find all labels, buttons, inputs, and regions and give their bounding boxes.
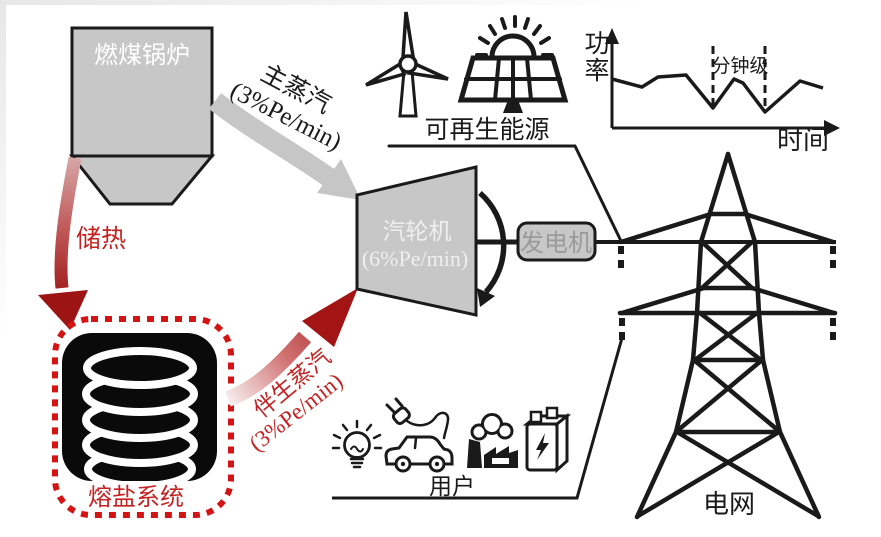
coil-rings bbox=[82, 347, 198, 481]
rotation-arrowhead bbox=[477, 288, 495, 307]
users: 用户 bbox=[331, 337, 624, 500]
chart-xlabel: 时间 bbox=[777, 126, 829, 155]
solar-panel-icon bbox=[457, 15, 569, 113]
chart-ylabel-top: 功 bbox=[584, 30, 609, 58]
power-chart: 功 率 分钟级 时间 bbox=[584, 28, 840, 155]
edge-shade-left bbox=[0, 0, 6, 340]
chart-ylabel-bottom: 率 bbox=[584, 57, 609, 85]
associated-steam-arrow: 伴生蒸汽 (3%Pe/min) bbox=[225, 288, 358, 456]
heat-storage-arrow: 储热 bbox=[38, 156, 126, 330]
chart-annotation: 分钟级 bbox=[711, 55, 768, 77]
y-axis-arrowhead bbox=[605, 28, 619, 44]
boiler-label: 燃煤锅炉 bbox=[94, 42, 190, 69]
turbine: 汽轮机 (6%Pe/min) bbox=[355, 165, 507, 317]
renewable-label: 可再生能源 bbox=[424, 116, 549, 144]
grid-label: 电网 bbox=[703, 490, 755, 519]
power-curve bbox=[611, 73, 824, 114]
insulator-dashes bbox=[618, 246, 836, 340]
main-steam-arrow: 主蒸汽 (3%Pe/min) bbox=[208, 59, 361, 200]
renewable-energy: 可再生能源 bbox=[365, 11, 623, 243]
edge-shade-top bbox=[0, 0, 650, 5]
users-label: 用户 bbox=[429, 474, 475, 499]
turbine-label: 汽轮机 bbox=[383, 219, 452, 244]
users-connector-line bbox=[332, 337, 624, 500]
molten-salt-system: 熔盐系统 bbox=[52, 316, 234, 518]
generator-label: 发电机 bbox=[520, 230, 592, 257]
molten-salt-dashed-border bbox=[52, 316, 234, 518]
wind-turbine-icon bbox=[365, 11, 449, 118]
x-axis-arrowhead bbox=[824, 120, 840, 136]
boiler: 燃煤锅炉 bbox=[68, 26, 216, 206]
transmission-tower-icon bbox=[617, 151, 838, 520]
generator: 发电机 bbox=[516, 221, 597, 262]
turbine-rate: (6%Pe/min) bbox=[362, 246, 468, 271]
renewable-connector-line bbox=[387, 144, 623, 243]
battery-icon bbox=[522, 406, 572, 474]
electric-car-icon bbox=[384, 397, 454, 473]
molten-salt-label: 熔盐系统 bbox=[88, 484, 184, 511]
lightbulb-icon bbox=[331, 419, 383, 469]
heat-storage-label: 储热 bbox=[76, 225, 126, 253]
factory-icon bbox=[467, 413, 518, 468]
